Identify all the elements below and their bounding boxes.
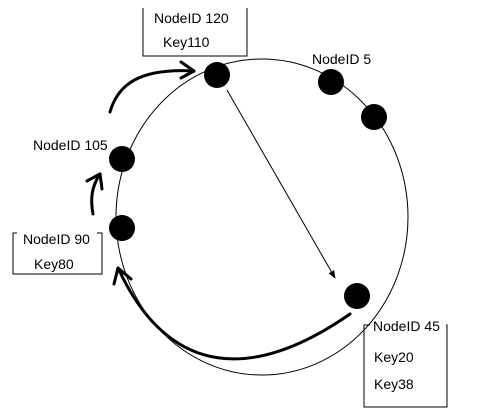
route-arrow-105-to-120 (108, 69, 196, 114)
node-5-dot-a (318, 69, 344, 95)
route-arrow-90-to-105-head (85, 172, 104, 191)
node-120-dot (204, 62, 230, 88)
node-90-dot (109, 215, 135, 241)
route-arrow-45-to-90-head (112, 266, 133, 286)
node-45-box (363, 324, 448, 408)
node-120-key-1: Key110 (163, 34, 210, 50)
node-5-label: NodeID 5 (312, 51, 371, 67)
node-45-key-2: Key38 (374, 376, 414, 392)
node-120-label: NodeID 120 (154, 10, 229, 26)
node-90-key-1: Key80 (34, 256, 74, 272)
node-90-box (12, 232, 103, 275)
node-45-key-1: Key20 (374, 349, 414, 365)
node-120-box (142, 8, 248, 57)
route-arrow-90-to-105 (90, 172, 102, 216)
node-105-dot (109, 146, 135, 172)
node-105-label: NodeID 105 (33, 137, 108, 153)
route-arrow-105-to-120-head (179, 60, 196, 80)
node-90-label: NodeID 90 (23, 231, 90, 247)
node-45-dot (344, 283, 370, 309)
route-arrow-45-to-90 (116, 266, 352, 361)
node-5-dot-b (361, 104, 387, 130)
lookup-arrow (226, 89, 336, 279)
node-45-label: NodeID 45 (373, 318, 440, 334)
